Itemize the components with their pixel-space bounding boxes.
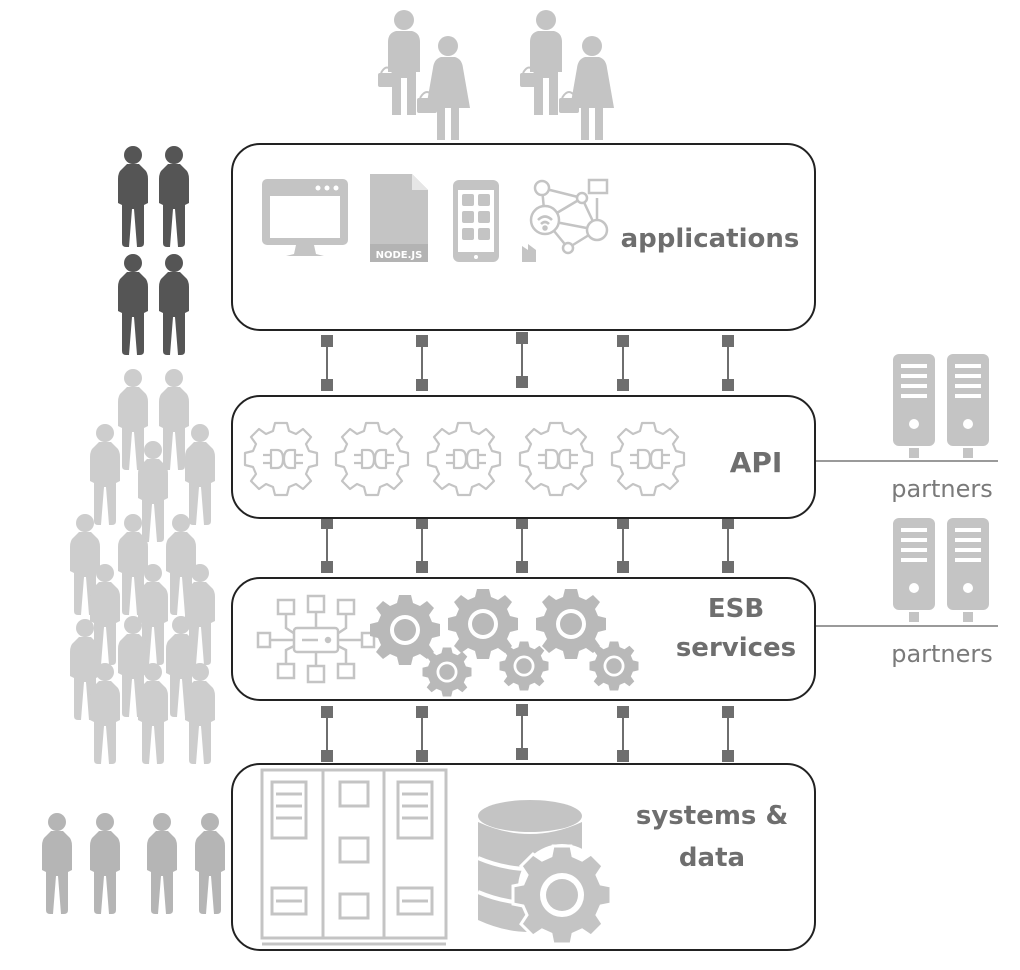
server-rack-icon xyxy=(260,768,448,946)
connectors-api-esb xyxy=(321,517,734,573)
basket-icon xyxy=(378,66,396,87)
applications-title: applications xyxy=(621,224,800,254)
nodejs-file-icon: NODE.JS xyxy=(370,174,428,262)
systems-title-line2: data xyxy=(679,843,745,873)
layer-applications: NODE.JS xyxy=(231,143,816,331)
api-box xyxy=(231,395,816,519)
gear-icon xyxy=(536,589,606,659)
server-icon xyxy=(893,354,935,458)
systems-title-line1: systems & xyxy=(636,801,788,831)
partners-lower: partners xyxy=(891,518,993,668)
api-title: API xyxy=(730,446,783,479)
esb-title-line1: ESB xyxy=(708,594,764,624)
mobile-phone-icon xyxy=(453,180,499,262)
esb-title-line2: services xyxy=(676,633,796,663)
partners-label-lower: partners xyxy=(891,640,993,668)
layer-api: API xyxy=(231,395,816,519)
database-gear-icon xyxy=(477,800,613,946)
basket-icon xyxy=(559,91,579,113)
shoppers-group-right xyxy=(520,10,614,140)
service-bus-hub-icon xyxy=(256,594,376,684)
gear-icon xyxy=(499,641,549,691)
people-dark-group xyxy=(118,146,189,355)
server-icon xyxy=(893,518,935,622)
people-bottom-group xyxy=(42,813,225,914)
layer-esb: ESB services xyxy=(231,577,816,701)
connectors-apps-api xyxy=(321,332,734,391)
basket-icon xyxy=(520,66,538,87)
people-crowd-group xyxy=(70,369,215,764)
nodejs-label: NODE.JS xyxy=(376,250,423,261)
gear-icon xyxy=(422,647,472,697)
desktop-monitor-icon xyxy=(262,179,348,256)
connectors-esb-systems xyxy=(321,704,734,762)
server-icon xyxy=(947,518,989,622)
layer-systems: systems & data xyxy=(231,763,816,951)
shoppers-group-left xyxy=(378,10,470,140)
server-icon xyxy=(947,354,989,458)
partners-upper: partners xyxy=(891,354,993,503)
iot-network-icon xyxy=(522,178,609,262)
basket-icon xyxy=(417,91,437,113)
gear-icon xyxy=(589,641,639,691)
partners-label-upper: partners xyxy=(891,475,993,503)
